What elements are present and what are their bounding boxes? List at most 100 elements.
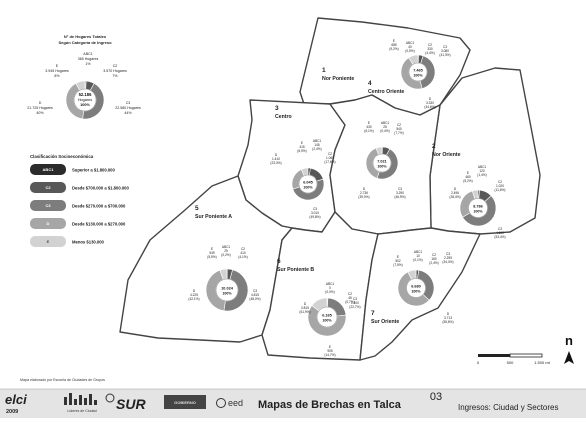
district-label-pct: (5,2%) — [463, 179, 472, 183]
district-number: 7 — [371, 310, 375, 317]
overview-label-code: E — [56, 64, 59, 68]
district-label-pct: (0,0%) — [325, 290, 334, 294]
district-label-pct: (0,2%) — [221, 253, 230, 257]
overview-center-pct: 100% — [80, 103, 90, 107]
overview-label-value: 21.725 Hogares — [27, 106, 53, 110]
overview-group: N° de Hogares Totales Según Categoría de… — [27, 34, 141, 119]
overview-label-pct: 8% — [54, 74, 60, 78]
overview-label-code: C2 — [113, 64, 118, 68]
district-center-pct: 100% — [303, 186, 313, 190]
district-center-value: 8.786 — [473, 205, 483, 209]
district-label-pct: (28,4%) — [449, 195, 460, 199]
district-number: 6 — [277, 258, 281, 265]
overview-center-value: 52.186 — [79, 92, 92, 97]
district-label-pct: (4,1%) — [238, 255, 247, 259]
district-name: Nor Poniente — [322, 76, 354, 82]
legend-item-e: E Menos $130.000 — [30, 236, 105, 247]
scale-label-left: 0 — [477, 360, 480, 365]
legend-label: Desde $130.000 a $270.000 — [72, 222, 126, 227]
overview-slice-label-c2: C2 3.570 Hogares 7% — [103, 64, 127, 78]
page-number: 03 — [430, 391, 442, 403]
north-letter: n — [565, 333, 573, 348]
district-label-pct: (44,6%) — [424, 105, 435, 109]
legend-label: Menos $130.000 — [72, 240, 105, 245]
overview-label-pct: 44% — [124, 111, 132, 115]
district-label-pct: (5,5%) — [207, 255, 216, 259]
district-label-pct: (49,8%) — [309, 215, 320, 219]
overview-label-pct: 1% — [85, 62, 91, 66]
footer-brand-year: 2009 — [6, 409, 18, 415]
district-label-pct: (1,4%) — [477, 173, 486, 177]
district-center-value: 6.165 — [322, 314, 332, 318]
district-center-value: 6.045 — [303, 181, 313, 185]
district-label-pct: (11,6%) — [495, 188, 506, 192]
overview-slice-label-c3: C3 22.580 Hogares 44% — [115, 101, 141, 115]
district-label-pct: (53,4%) — [494, 235, 505, 239]
footer-section: Ingresos: Ciudad y Sectores — [458, 403, 559, 412]
overview-title: N° de Hogares Totales — [64, 34, 107, 39]
district-label-pct: (23,3%) — [270, 161, 281, 165]
district-label-pct: (6,9%) — [297, 149, 306, 153]
sponsor-label: SUR — [116, 396, 146, 412]
district-label-pct: (34,4%) — [442, 260, 453, 264]
sponsor-label: eed — [228, 398, 243, 408]
legend: Clasificación Socioeconómica ABC1 Superi… — [30, 154, 129, 247]
footer: elci 2009 Líderes de Ciudad SUR GOBIERNO… — [0, 389, 586, 418]
district-slice-label-d: D3.713(55,6%) — [442, 312, 453, 324]
skyline-icon — [64, 397, 67, 405]
district-center-pct: 100% — [377, 165, 387, 169]
overview-label-code: D — [39, 101, 42, 105]
overview-center-label: Hogares — [78, 98, 92, 102]
legend-item-c3: C3 Desde $270.000 a $700.000 — [30, 200, 126, 211]
sponsor-gobierno: GOBIERNO — [164, 395, 206, 409]
district-label-pct: (2,4%) — [312, 147, 321, 151]
overview-subtitle: Según Categoría de Ingreso — [58, 40, 112, 45]
district-name: Nor Oriente — [432, 152, 461, 158]
overview-label-code: ABC1 — [83, 52, 92, 56]
legend-title: Clasificación Socioeconómica — [30, 154, 94, 159]
district-number: 5 — [195, 205, 199, 212]
legend-item-c2: C2 Desde $700.000 a $1.800.000 — [30, 182, 129, 193]
district-label-pct: (0,4%) — [380, 129, 389, 133]
overview-label-value: 3.570 Hogares — [103, 69, 127, 73]
legend-code: C3 — [45, 203, 51, 208]
district-label-pct: (46,9%) — [394, 195, 405, 199]
overview-slice-label-abc1: ABC1 365 Hogares 1% — [78, 52, 99, 66]
district-name: Sur Oriente — [371, 319, 399, 325]
district-name: Centro Oriente — [368, 89, 404, 95]
legend-code: E — [47, 239, 50, 244]
legend-item-d: D Desde $130.000 a $270.000 — [30, 218, 126, 229]
district-label-pct: (39,0%) — [358, 195, 369, 199]
overview-slice-label-d: D 21.725 Hogares 40% — [27, 101, 53, 115]
legend-code: D — [47, 221, 50, 226]
legend-item-abc1: ABC1 Superior a $1.800.000 — [30, 164, 116, 175]
overview-slice-label-e: E 3.945 Hogares 8% — [45, 64, 69, 78]
district-center-pct: 100% — [411, 290, 421, 294]
district-name: Sur Poniente A — [195, 214, 232, 220]
legend-label: Desde $270.000 a $700.000 — [72, 204, 126, 209]
district-label-pct: (61,9%) — [299, 310, 310, 314]
north-arrow: n — [564, 333, 574, 364]
district-label-pct: (7,7%) — [394, 131, 403, 135]
sponsor-label: Líderes de Ciudad — [67, 409, 96, 413]
overview-label-value: 365 Hogares — [78, 57, 99, 61]
district-number: 4 — [368, 80, 372, 87]
district-label-pct: (2,4%) — [429, 261, 438, 265]
district-label-pct: (22,7%) — [349, 305, 360, 309]
district-center-value: 7.465 — [413, 69, 423, 73]
overview-label-value: 3.945 Hogares — [45, 69, 69, 73]
district-label-pct: (7,5%) — [393, 263, 402, 267]
overview-label-pct: 7% — [112, 74, 118, 78]
district-label-pct: (17,6%) — [324, 160, 335, 164]
district-center-pct: 100% — [413, 74, 423, 78]
district-label-pct: (55,6%) — [442, 320, 453, 324]
scale-segment-dark — [478, 354, 510, 357]
scale-bar: 0 500 1.500 mt — [477, 354, 551, 365]
district-center-value: 7.021 — [377, 160, 387, 164]
district-label-pct: (14,7%) — [324, 353, 335, 357]
scale-segment-light — [510, 354, 542, 357]
legend-code: ABC1 — [43, 167, 55, 172]
overview-label-code: C3 — [126, 101, 131, 105]
